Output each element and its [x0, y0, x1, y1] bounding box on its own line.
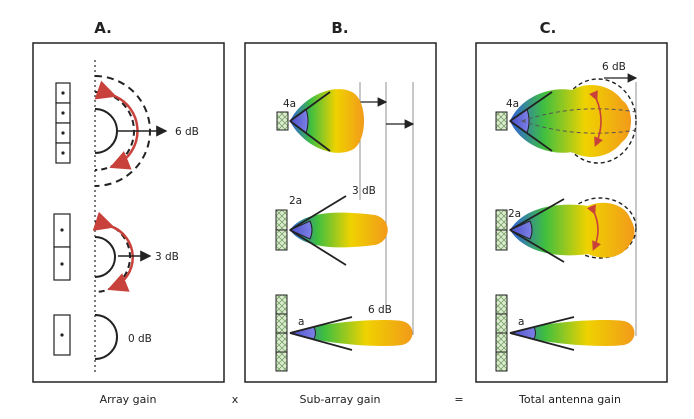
total-element-bottom-2	[495, 313, 508, 334]
operator-times: x	[232, 393, 239, 406]
panel-a-content: 6 dB 3 dB 0 dB	[53, 60, 199, 372]
panel-b-title: B.	[331, 19, 348, 37]
total-element-bottom-4	[495, 351, 508, 372]
array-2-elements	[53, 213, 71, 281]
envelope-top	[559, 78, 637, 164]
panel-c-title: C.	[540, 19, 557, 37]
total-element-top	[495, 111, 508, 131]
total-spacing-2a: 2a	[508, 208, 521, 220]
spacing-label-4a: 4a	[283, 98, 296, 110]
array-gain-0db: 0 dB	[128, 333, 152, 345]
subarray-element-bottom-2	[275, 313, 288, 334]
envelope-mid	[563, 197, 637, 259]
subarray-element-mid-2	[275, 229, 288, 251]
array-gain-3db: 3 dB	[155, 251, 179, 263]
subarray-element-bottom-1	[275, 294, 288, 315]
red-arrow-c-mid	[587, 204, 601, 251]
pattern-arc-medium-2	[94, 221, 131, 293]
caption-array-gain: Array gain	[100, 393, 157, 406]
pattern-arc-small-2	[94, 236, 116, 278]
panel-a-title: A.	[94, 19, 112, 37]
total-element-mid-1	[495, 209, 508, 231]
total-beam-bottom	[510, 320, 635, 346]
total-element-mid-2	[495, 229, 508, 251]
subarray-element-top	[276, 111, 289, 131]
beam-top	[290, 89, 364, 153]
total-beam-mid	[510, 202, 635, 258]
pattern-arc-small	[94, 108, 118, 154]
red-arrow-c-top	[589, 90, 603, 147]
caption-total-antenna-gain: Total antenna gain	[518, 393, 621, 406]
total-element-bottom-1	[495, 294, 508, 315]
beam-mid	[290, 212, 388, 248]
panel-b-content: 4a 2a 3 dB a 6 dB	[275, 82, 415, 372]
caption-subarray-gain: Sub-array gain	[300, 393, 381, 406]
array-1-element	[53, 314, 71, 356]
subarray-element-mid-1	[275, 209, 288, 231]
total-gain-6db: 6 dB	[602, 61, 626, 73]
array-4-elements	[55, 82, 71, 164]
subarray-element-bottom-4	[275, 351, 288, 372]
panel-c-content: 6 dB 4a 2a a	[495, 61, 638, 372]
operator-equals: =	[454, 393, 463, 406]
red-arrow-top	[94, 80, 139, 170]
panel-a-frame	[32, 42, 225, 383]
subarray-gain-3db: 3 dB	[352, 185, 376, 197]
beam-bottom	[290, 320, 413, 346]
panel-c-frame	[475, 42, 668, 383]
subarray-gain-6db: 6 dB	[368, 304, 392, 316]
total-spacing-a: a	[518, 316, 524, 328]
total-spacing-4a: 4a	[506, 98, 519, 110]
panel-b-frame	[244, 42, 437, 383]
pattern-arc-single	[94, 314, 118, 360]
spacing-label-a: a	[298, 316, 304, 328]
array-gain-6db: 6 dB	[175, 126, 199, 138]
spacing-label-2a: 2a	[289, 195, 302, 207]
total-element-bottom-3	[495, 332, 508, 353]
subarray-element-bottom-3	[275, 332, 288, 353]
